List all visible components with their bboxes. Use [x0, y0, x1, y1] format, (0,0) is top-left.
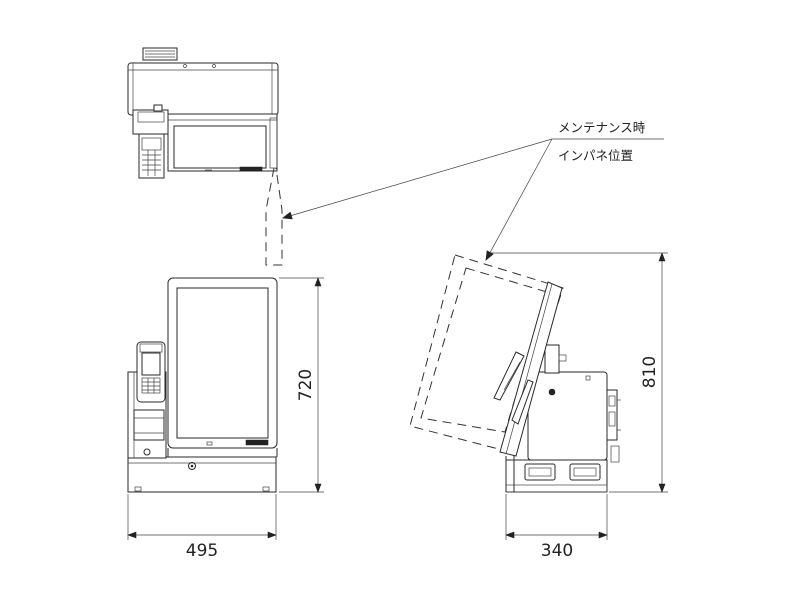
top-monitor-bezel: [167, 113, 278, 172]
dim-front-width: 495: [186, 541, 218, 561]
front-monitor-bezel: [167, 277, 278, 449]
top-body: [127, 62, 279, 116]
top-view: [127, 47, 283, 266]
front-lock-icon: [188, 462, 196, 470]
leader-to-side-view: [485, 138, 553, 261]
front-receipt-slot: [133, 409, 165, 441]
maintenance-label-line2: インパネ位置: [558, 148, 633, 163]
side-rear-module: [606, 389, 618, 441]
top-monitor-screen: [173, 125, 267, 169]
front-base: [127, 456, 277, 493]
leader-to-top-view: [282, 138, 553, 220]
front-monitor-screen: [176, 287, 269, 439]
side-view: [409, 252, 668, 540]
side-cabinet: [527, 371, 608, 461]
maintenance-note: [282, 138, 664, 261]
maintenance-label-line1: メンテナンス時: [558, 120, 646, 135]
top-maintenance-outline: [265, 167, 283, 266]
side-card-terminal: [493, 351, 525, 401]
dim-side-height: 810: [640, 356, 660, 388]
dim-side-depth: 340: [541, 541, 573, 561]
front-view: [127, 277, 324, 540]
dim-front-height: 720: [296, 369, 316, 401]
top-card-terminal: [138, 133, 165, 179]
